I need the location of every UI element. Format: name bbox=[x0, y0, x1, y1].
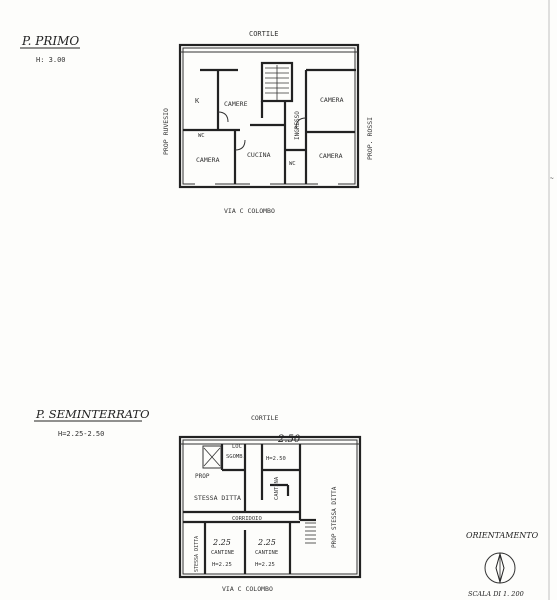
seminterrato-dim-1: 2.25 bbox=[212, 538, 231, 547]
seminterrato-bottom-label: VIA C COLOMBO bbox=[222, 585, 273, 593]
seminterrato-room-stessa-ditta: STESSA DITTA bbox=[194, 494, 241, 502]
orientation-title: ORIENTAMENTO bbox=[466, 531, 539, 540]
primo-height: H: 3.00 bbox=[36, 56, 66, 64]
orientation-block: ORIENTAMENTO SCALA DI 1. 200 bbox=[466, 531, 539, 598]
seminterrato-top-dim: 2.50 bbox=[277, 434, 301, 445]
primo-stairwell bbox=[260, 61, 294, 103]
seminterrato-header: P. SEMINTERRATO H=2.25-2.50 bbox=[34, 407, 150, 438]
primo-plan: CORTILE VIA C COLOMBO PROP RUVESIO PROP.… bbox=[162, 30, 374, 215]
seminterrato-room-h-1: H=2.25 bbox=[212, 562, 232, 568]
seminterrato-room-cantine-1: CANTINE bbox=[211, 550, 234, 556]
seminterrato-room-prop: PROP bbox=[195, 473, 210, 480]
primo-room-k: K bbox=[195, 97, 200, 105]
primo-room-ingresso: INGRESSO bbox=[294, 111, 301, 140]
page-edge-mark: ~ bbox=[550, 175, 554, 182]
primo-right-label: PROP. ROSSI bbox=[366, 117, 374, 160]
seminterrato-room-cantine-2: CANTINE bbox=[255, 550, 278, 556]
seminterrato-dim-2: 2.25 bbox=[257, 538, 276, 547]
seminterrato-room-h-top: H=2.50 bbox=[266, 456, 286, 462]
seminterrato-outer-wall bbox=[178, 435, 362, 579]
seminterrato-plan: CORTILE 2.50 VIA C COLOMBO LOC SGOMB. H=… bbox=[178, 414, 362, 593]
seminterrato-height: H=2.25-2.50 bbox=[58, 430, 104, 438]
primo-room-camere: CAMERE bbox=[224, 100, 248, 108]
primo-top-label: CORTILE bbox=[249, 30, 279, 38]
primo-bottom-label: VIA C COLOMBO bbox=[224, 207, 275, 215]
primo-room-camera-4: CAMERA bbox=[319, 152, 343, 160]
seminterrato-room-sgomb: SGOMB. bbox=[226, 454, 246, 460]
primo-outer-wall bbox=[178, 43, 360, 189]
seminterrato-room-loc: LOC bbox=[232, 444, 242, 450]
scale-label: SCALA DI 1. 200 bbox=[468, 590, 524, 598]
seminterrato-top-label: CORTILE bbox=[251, 414, 278, 422]
seminterrato-room-stessa-ditta-2: STESSA DITTA bbox=[194, 536, 200, 572]
primo-room-camera-2: CAMERA bbox=[320, 96, 344, 104]
primo-room-wc-2: WC bbox=[289, 161, 296, 167]
primo-header: P. PRIMO H: 3.00 bbox=[20, 34, 80, 64]
seminterrato-room-prop-stessa-ditta: PROP STESSA DITTA bbox=[331, 486, 338, 548]
primo-room-camera-3: CAMERA bbox=[196, 156, 220, 164]
primo-room-wc-1: WC bbox=[198, 133, 205, 139]
primo-left-label: PROP RUVESIO bbox=[162, 108, 170, 155]
seminterrato-room-cantina: CANTINA bbox=[274, 476, 280, 500]
seminterrato-room-h-2: H=2.25 bbox=[255, 562, 275, 568]
seminterrato-room-corridoio: CORRIDOIO bbox=[232, 516, 262, 522]
seminterrato-title: P. SEMINTERRATO bbox=[35, 407, 150, 421]
primo-room-cucina: CUCINA bbox=[247, 151, 271, 159]
primo-title: P. PRIMO bbox=[21, 34, 79, 48]
